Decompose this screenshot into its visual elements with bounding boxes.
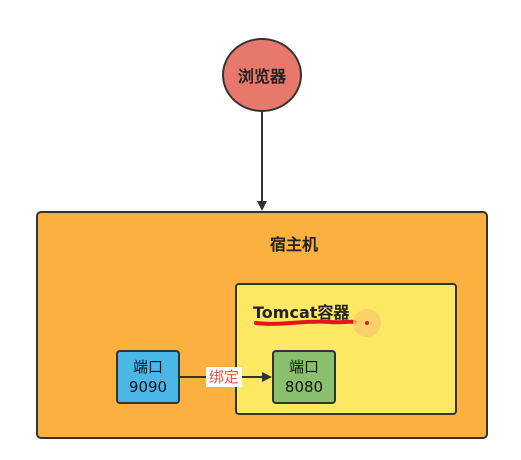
container-port-box: 端口 8080: [272, 350, 336, 404]
browser-label: 浏览器: [237, 67, 286, 86]
bind-label: 绑定: [206, 367, 243, 387]
container-port-number: 8080: [284, 378, 324, 396]
host-port-number: 9090: [128, 378, 168, 396]
host-port-label: 端口: [132, 358, 163, 376]
container-port-label: 端口: [288, 358, 319, 376]
host-port-box: 端口 9090: [116, 350, 180, 404]
tomcat-container-title: Tomcat容器: [253, 303, 350, 322]
host-machine-title: 宿主机: [270, 235, 319, 254]
browser-node: 浏览器: [222, 38, 302, 112]
